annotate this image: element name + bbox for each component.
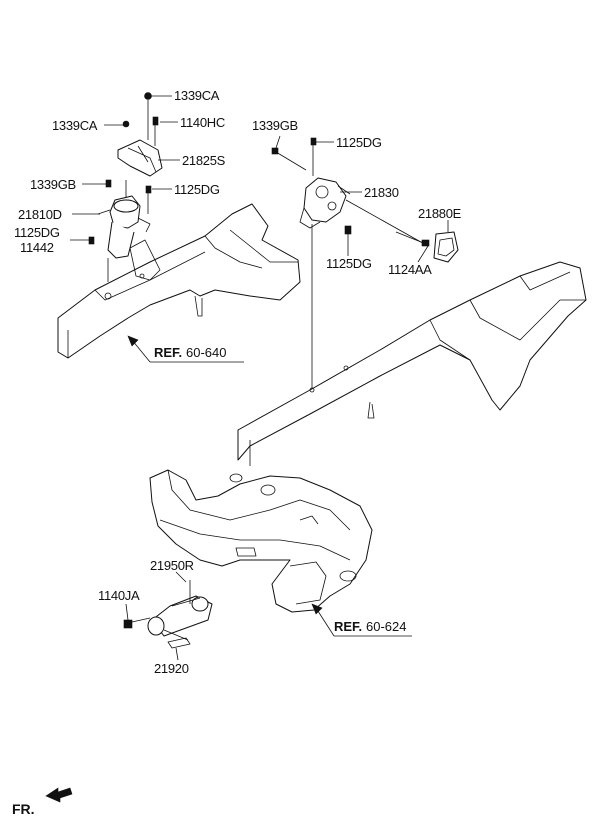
part-labels: 1339CA 1339CA 1140HC 21825S 1339GB 1125D… [14,88,462,676]
label-11442: 11442 [20,240,54,255]
label-1124AA: 1124AA [388,262,432,277]
left-frame-rail [57,203,301,359]
front-label: FR. [12,801,35,817]
label-1125DG-right-top: 1125DG [336,135,382,150]
leader-lines [70,95,449,637]
label-1125DG-mid: 1125DG [174,182,220,197]
label-21830: 21830 [364,185,399,200]
label-1339CA-top: 1339CA [174,88,220,103]
label-1125DG-left: 1125DG [14,225,60,240]
left-engine-mount [88,92,163,282]
label-1140HC: 1140HC [180,115,225,130]
right-engine-mount [271,137,459,390]
label-21810D: 21810D [18,207,62,222]
roll-stop-assembly [123,580,213,661]
label-21825S: 21825S [182,153,226,168]
front-direction-indicator: FR. [12,787,73,817]
label-1339GB-right: 1339GB [252,118,298,133]
label-1339CA-left: 1339CA [52,118,98,133]
right-frame-rail [237,261,587,466]
ref-60-624-number: 60-624 [366,619,406,634]
label-21950R: 21950R [150,558,194,573]
label-1140JA: 1140JA [98,588,140,603]
front-arrow-icon [45,787,73,803]
label-1339GB-left: 1339GB [30,177,76,192]
label-1125DG-right-bot: 1125DG [326,256,372,271]
ref-60-640-number: 60-640 [186,345,226,360]
label-21880E: 21880E [418,206,462,221]
label-21920: 21920 [154,661,189,676]
ref-60-624-prefix: REF. [334,619,362,634]
subframe-crossmember [149,469,373,613]
ref-60-640-prefix: REF. [154,345,182,360]
reference-callouts: REF. 60-640 REF. 60-624 [154,345,406,634]
